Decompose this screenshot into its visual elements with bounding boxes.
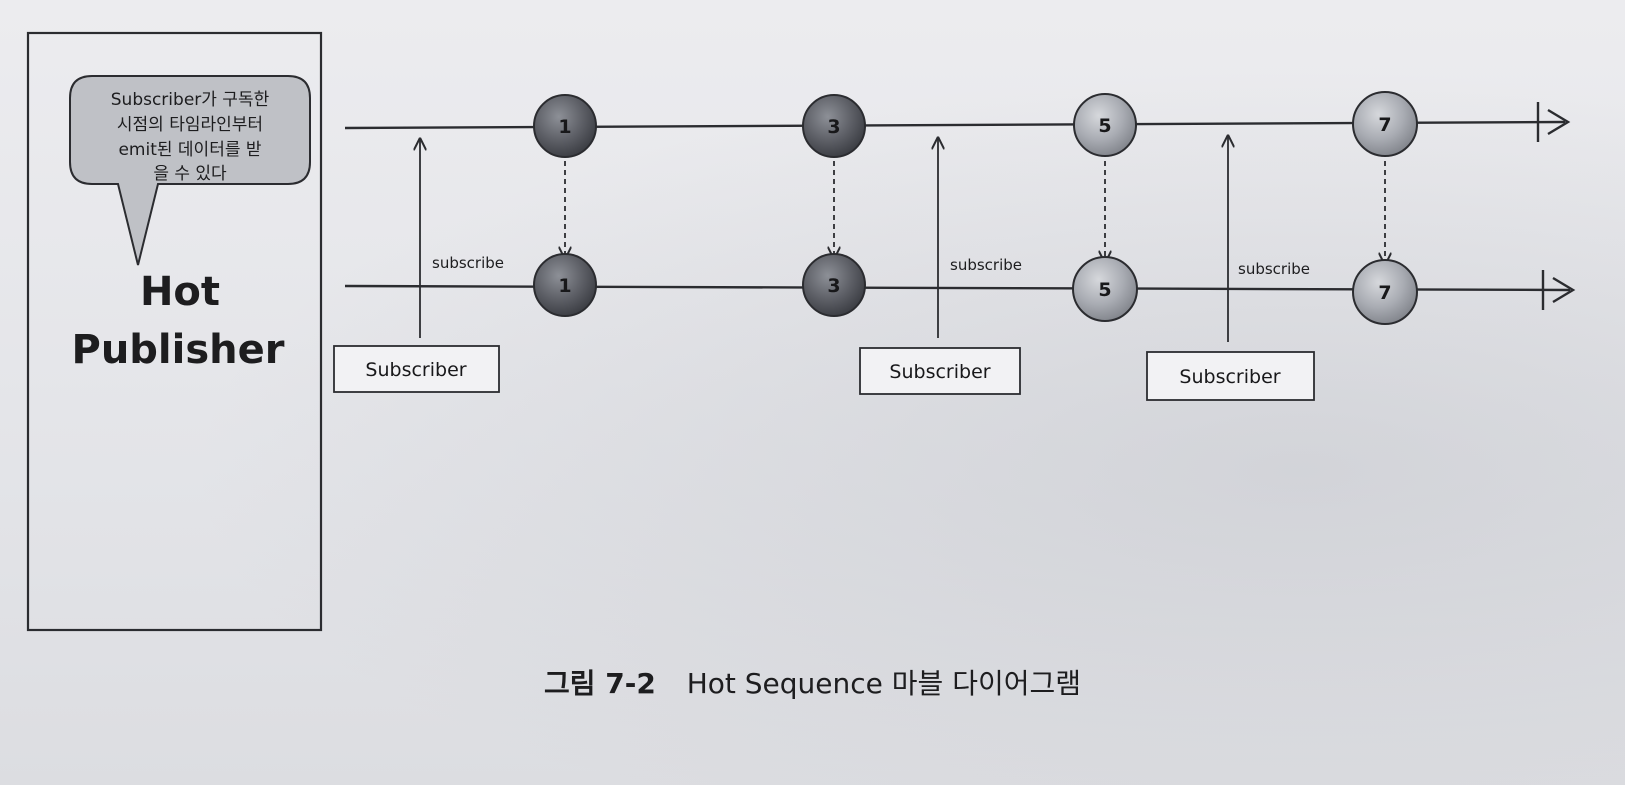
downstream-marble-3-label: 3: [827, 275, 840, 297]
figure-title: Hot Sequence 마블 다이어그램: [686, 667, 1082, 700]
upstream-marble-5: 5: [1073, 93, 1137, 157]
subscriber-box-3-label: Subscriber: [1179, 366, 1280, 388]
subscriber-box-1: [333, 345, 500, 393]
downstream-marble-7-label: 7: [1378, 282, 1391, 304]
upstream-marble-1-label: 1: [558, 116, 571, 138]
subscriber-3: subscribe Subscriber: [1146, 136, 1315, 401]
downstream-marble-1: 1: [533, 253, 597, 317]
publisher-frame: [26, 31, 323, 632]
subscriber-box-2: [859, 347, 1021, 395]
callout-line-2: 시점의 타임라인부터: [117, 115, 263, 135]
upstream-marble-7: 7: [1352, 91, 1418, 157]
callout-line-1: Subscriber가 구독한: [111, 90, 270, 110]
subscriber-box-2-label: Subscriber: [889, 361, 990, 383]
subscriber-box-1-label: Subscriber: [365, 359, 466, 381]
subscribe-label-1: subscribe: [432, 254, 504, 272]
subscriber-1: subscribe Subscriber: [333, 139, 504, 393]
upstream-arrow-head: [1547, 108, 1571, 136]
hot-publisher-box: Subscriber가 구독한 시점의 타임라인부터 emit된 데이터를 받 …: [26, 31, 323, 632]
publisher-title-line-2: Publisher: [72, 327, 285, 373]
downstream-marble-7: 7: [1352, 259, 1418, 325]
publisher-title-line-1: Hot: [140, 269, 220, 315]
emission-arrows: [565, 152, 1385, 264]
upstream-marble-5-label: 5: [1098, 115, 1111, 137]
downstream-arrow-head: [1552, 276, 1576, 304]
downstream-marble-3: 3: [802, 253, 866, 317]
upstream-marble-7-label: 7: [1378, 114, 1391, 136]
figure-number: 그림 7-2: [543, 667, 656, 700]
callout-bubble: [69, 75, 311, 266]
subscribe-label-2: subscribe: [950, 256, 1022, 274]
upstream-marble-3-label: 3: [827, 116, 840, 138]
upstream-marble-1: 1: [533, 94, 597, 158]
upstream-marble-3: 3: [802, 94, 866, 158]
subscribe-label-3: subscribe: [1238, 260, 1310, 278]
subscriber-2: subscribe Subscriber: [859, 138, 1022, 395]
downstream-marble-5: 5: [1072, 256, 1138, 322]
downstream-marble-5-label: 5: [1098, 279, 1111, 301]
downstream-marble-1-label: 1: [558, 275, 571, 297]
subscriber-box-3: [1146, 351, 1315, 401]
figure-caption: 그림 7-2 Hot Sequence 마블 다이어그램: [0, 662, 1625, 702]
marble-diagram: Subscriber가 구독한 시점의 타임라인부터 emit된 데이터를 받 …: [26, 31, 1576, 632]
callout-line-3: emit된 데이터를 받: [118, 140, 261, 160]
callout-line-4: 을 수 있다: [153, 164, 227, 184]
